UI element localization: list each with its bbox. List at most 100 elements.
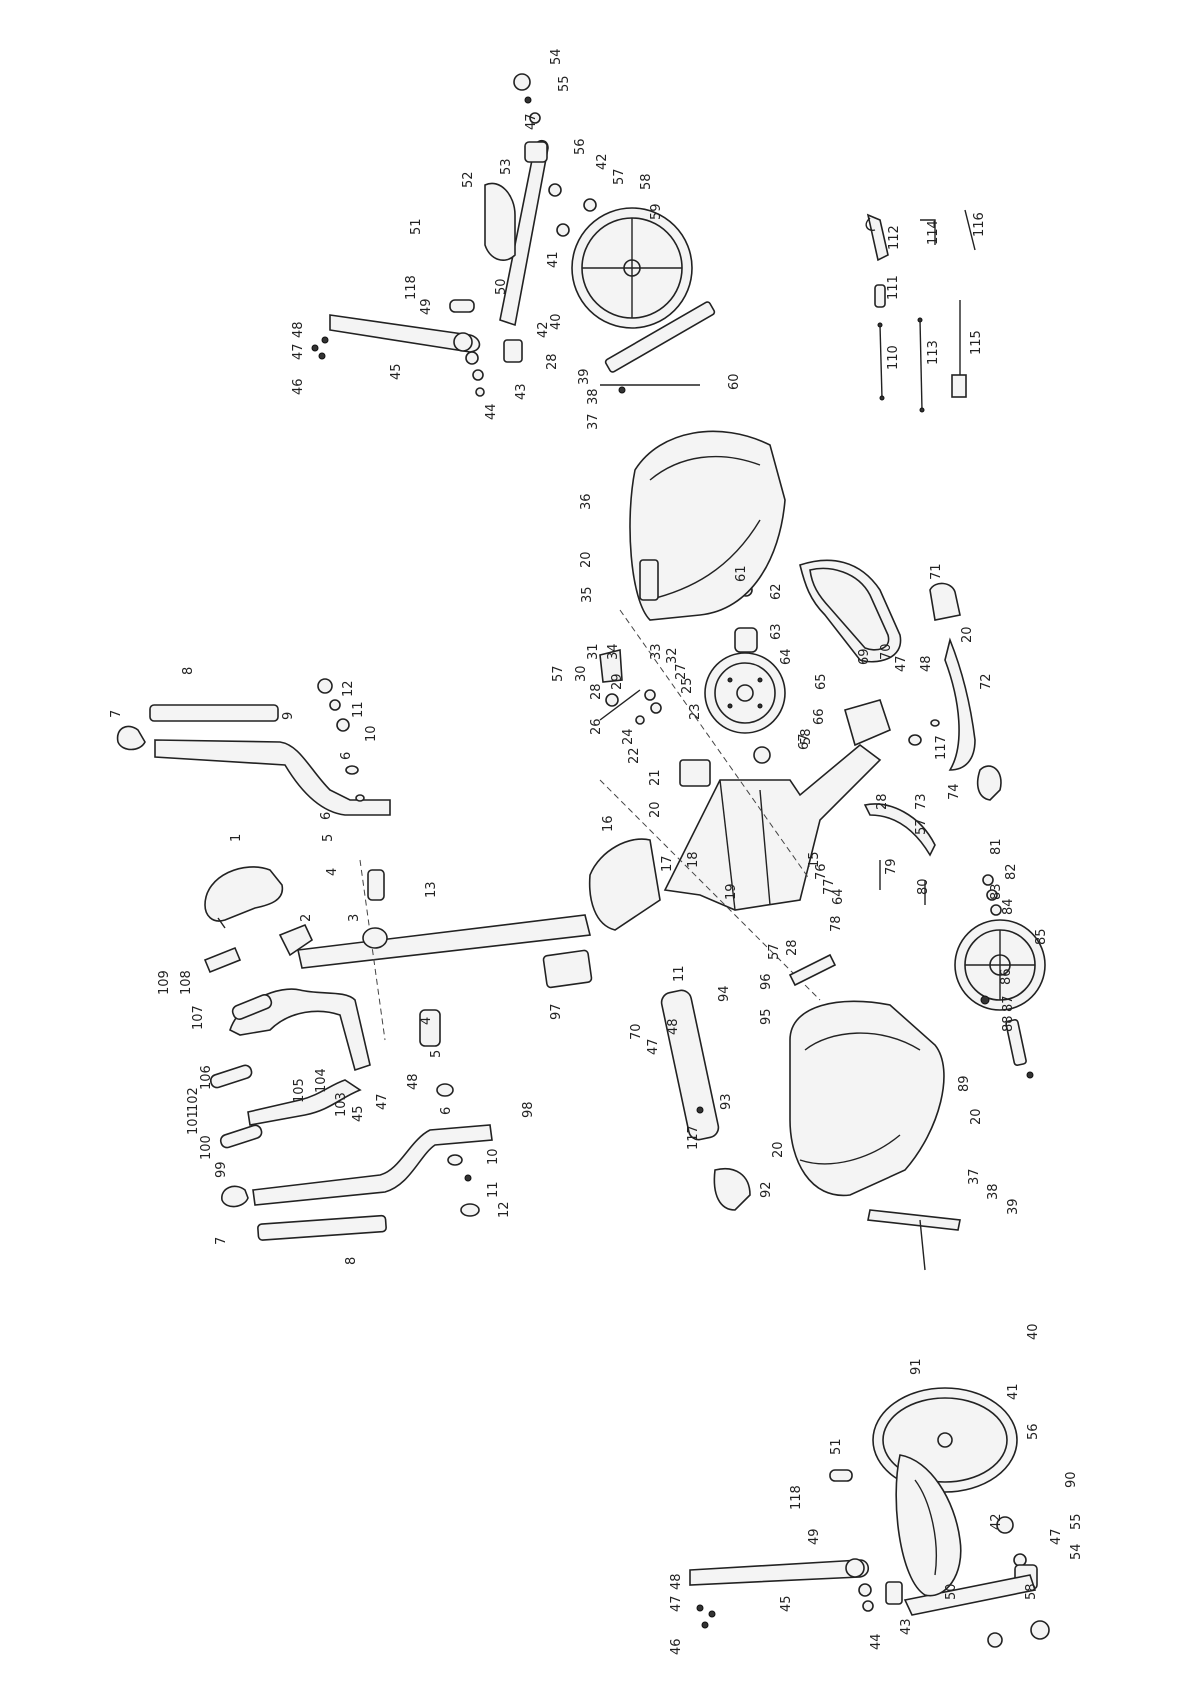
callout-48: 48 bbox=[669, 1573, 684, 1590]
callout-38: 38 bbox=[586, 388, 601, 405]
callout-37: 37 bbox=[586, 413, 601, 430]
cover-52 bbox=[484, 182, 516, 261]
lower-grip bbox=[257, 1214, 387, 1241]
callout-89: 89 bbox=[957, 1075, 972, 1092]
callout-12: 12 bbox=[497, 1201, 512, 1218]
callout-30: 30 bbox=[574, 665, 589, 682]
shroud-36 bbox=[629, 430, 786, 621]
tool-bar-116 bbox=[964, 209, 976, 251]
bar-92 bbox=[713, 1168, 751, 1211]
callout-37: 37 bbox=[967, 1168, 982, 1185]
callout-48: 48 bbox=[406, 1073, 421, 1090]
callout-49: 49 bbox=[419, 298, 434, 315]
drive-belt bbox=[799, 559, 902, 663]
callout-49: 49 bbox=[807, 1528, 822, 1545]
arm-45-bottom bbox=[689, 1559, 870, 1586]
callout-8: 8 bbox=[344, 1257, 359, 1265]
seat-cushion bbox=[204, 866, 284, 922]
upper-grip-cap bbox=[116, 725, 146, 751]
callout-27: 27 bbox=[674, 663, 689, 680]
callout-36: 36 bbox=[579, 493, 594, 510]
callout-39: 39 bbox=[1006, 1198, 1021, 1215]
callout-103: 103 bbox=[334, 1092, 349, 1117]
callout-62: 62 bbox=[769, 583, 784, 600]
callout-47: 47 bbox=[375, 1093, 390, 1110]
callout-47: 47 bbox=[524, 113, 539, 130]
callout-116: 116 bbox=[972, 212, 987, 237]
arm-pads bbox=[203, 946, 371, 1149]
callout-42: 42 bbox=[595, 153, 610, 170]
bracket-95 bbox=[788, 953, 837, 987]
grip-sleeve bbox=[231, 994, 273, 1020]
callout-43: 43 bbox=[514, 383, 529, 400]
callout-104: 104 bbox=[314, 1068, 329, 1093]
callout-10: 10 bbox=[486, 1148, 501, 1165]
callout-92: 92 bbox=[759, 1181, 774, 1198]
callout-57: 57 bbox=[914, 818, 929, 835]
callout-72: 72 bbox=[979, 673, 994, 690]
callout-58: 58 bbox=[799, 728, 814, 745]
callout-112: 112 bbox=[887, 225, 902, 250]
callout-56: 56 bbox=[573, 138, 588, 155]
callout-88: 88 bbox=[1001, 1015, 1016, 1032]
callout-65: 65 bbox=[814, 673, 829, 690]
callout-117: 117 bbox=[686, 1125, 701, 1150]
callout-4: 4 bbox=[419, 1017, 434, 1025]
callout-17: 17 bbox=[660, 855, 675, 872]
callout-12: 12 bbox=[341, 680, 356, 697]
callout-55: 55 bbox=[557, 75, 572, 92]
callout-20: 20 bbox=[579, 551, 594, 568]
callout-58: 58 bbox=[639, 173, 654, 190]
upper-flywheel-disk bbox=[571, 207, 716, 394]
callout-54: 54 bbox=[1069, 1543, 1084, 1560]
lower-flywheel-disk bbox=[867, 1209, 1050, 1640]
top-handlebar bbox=[116, 678, 391, 901]
callout-25: 25 bbox=[680, 677, 695, 694]
seat-bracket bbox=[278, 923, 314, 957]
callout-11: 11 bbox=[351, 701, 366, 718]
callout-6: 6 bbox=[439, 1107, 454, 1115]
callout-58: 58 bbox=[1024, 1583, 1039, 1600]
callout-53: 53 bbox=[499, 158, 514, 175]
callout-48: 48 bbox=[919, 655, 934, 672]
callout-63: 63 bbox=[769, 623, 784, 640]
tool-113 bbox=[919, 319, 923, 411]
callout-24: 24 bbox=[621, 728, 636, 745]
cover-91 bbox=[895, 1454, 962, 1597]
callout-113: 113 bbox=[926, 340, 941, 365]
callout-64: 64 bbox=[779, 648, 794, 665]
tool-wrench-112 bbox=[866, 213, 889, 262]
callout-66: 66 bbox=[812, 708, 827, 725]
tool-111 bbox=[874, 284, 886, 308]
callout-94: 94 bbox=[717, 985, 732, 1002]
callout-46: 46 bbox=[291, 378, 306, 395]
callout-42: 42 bbox=[989, 1513, 1004, 1530]
callout-101: 101 bbox=[186, 1110, 201, 1135]
callout-93: 93 bbox=[719, 1093, 734, 1110]
callout-31: 31 bbox=[586, 643, 601, 660]
callout-50: 50 bbox=[944, 1583, 959, 1600]
callout-82: 82 bbox=[1004, 863, 1019, 880]
callout-43: 43 bbox=[899, 1618, 914, 1635]
callout-86: 86 bbox=[999, 968, 1014, 985]
callout-5: 5 bbox=[321, 834, 336, 842]
callout-4: 4 bbox=[325, 868, 340, 876]
crank-arm-2 bbox=[863, 803, 936, 857]
callout-47: 47 bbox=[646, 1038, 661, 1055]
lower-crossbar bbox=[660, 953, 837, 1211]
seat-post-knob bbox=[362, 927, 388, 949]
callout-40: 40 bbox=[1026, 1323, 1041, 1340]
callout-106: 106 bbox=[199, 1065, 214, 1090]
callout-23: 23 bbox=[688, 703, 703, 720]
callout-39: 39 bbox=[577, 368, 592, 385]
crank-arm bbox=[944, 637, 976, 771]
callout-45: 45 bbox=[351, 1105, 366, 1122]
lower-right-arm bbox=[895, 1454, 1037, 1648]
callout-97: 97 bbox=[549, 1003, 564, 1020]
callout-44: 44 bbox=[484, 403, 499, 420]
front-bracket bbox=[588, 838, 661, 931]
callout-81: 81 bbox=[989, 838, 1004, 855]
callout-26: 26 bbox=[589, 718, 604, 735]
callout-9: 9 bbox=[281, 712, 296, 720]
